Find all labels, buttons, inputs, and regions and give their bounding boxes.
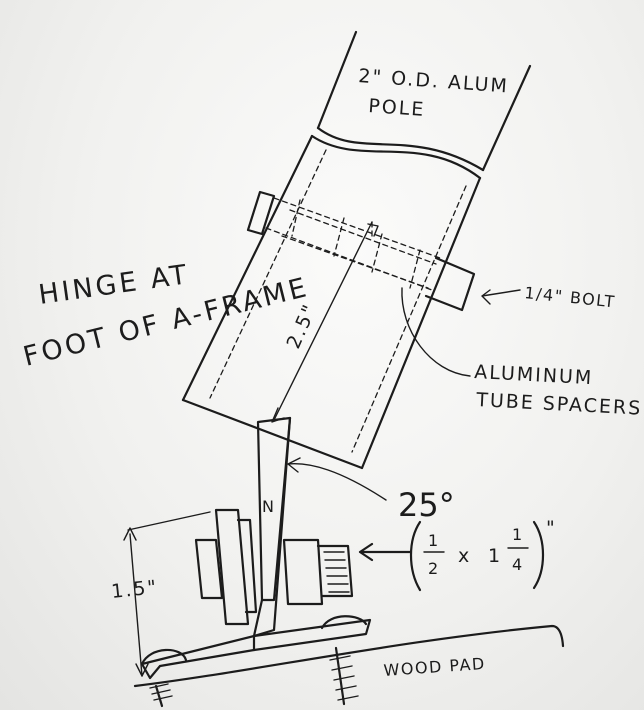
spacers-label-line2: TUBE SPACERS xyxy=(475,389,643,420)
tube-spacers xyxy=(291,199,421,289)
height-label: 1.5" xyxy=(110,576,159,603)
alum-pole xyxy=(181,30,532,470)
fitting-x: x xyxy=(458,545,471,567)
fitting-arrow xyxy=(358,542,412,562)
screw-right xyxy=(320,615,368,706)
spacers-label-line1: ALUMINUM xyxy=(474,361,594,389)
title-line1: HINGE AT xyxy=(37,259,192,311)
fitting-whole: 1 xyxy=(488,545,502,567)
bolt-label: 1/4" BOLT xyxy=(524,283,617,311)
pole-label-line1: 2" O.D. ALUM xyxy=(358,65,510,97)
screw-left xyxy=(140,648,188,708)
fitting-num: 1 xyxy=(428,531,440,550)
bolt-leader xyxy=(481,289,521,305)
bracket-mark: N xyxy=(262,497,275,516)
height-dimension xyxy=(123,511,211,677)
bolt xyxy=(246,190,476,312)
fitting-frac-den: 4 xyxy=(512,555,524,574)
fitting-quote: " xyxy=(546,517,557,539)
hinge-bracket xyxy=(140,416,372,680)
fitting-frac-num: 1 xyxy=(512,525,524,544)
bushing-stack xyxy=(194,508,324,626)
angle-leader xyxy=(287,457,387,501)
threaded-fitting xyxy=(316,544,354,598)
wood-pad-label: WOOD PAD xyxy=(383,654,486,680)
wood-pad xyxy=(133,624,565,688)
pole-label-line2: POLE xyxy=(368,95,426,121)
angle-label: 25° xyxy=(398,486,455,524)
spacers-leader xyxy=(401,287,471,377)
bracket-length-label: 2.5" xyxy=(282,300,321,352)
fitting-den: 2 xyxy=(428,559,440,578)
fitting-size-label: 1 2 x 1 1 4 " xyxy=(410,517,557,592)
